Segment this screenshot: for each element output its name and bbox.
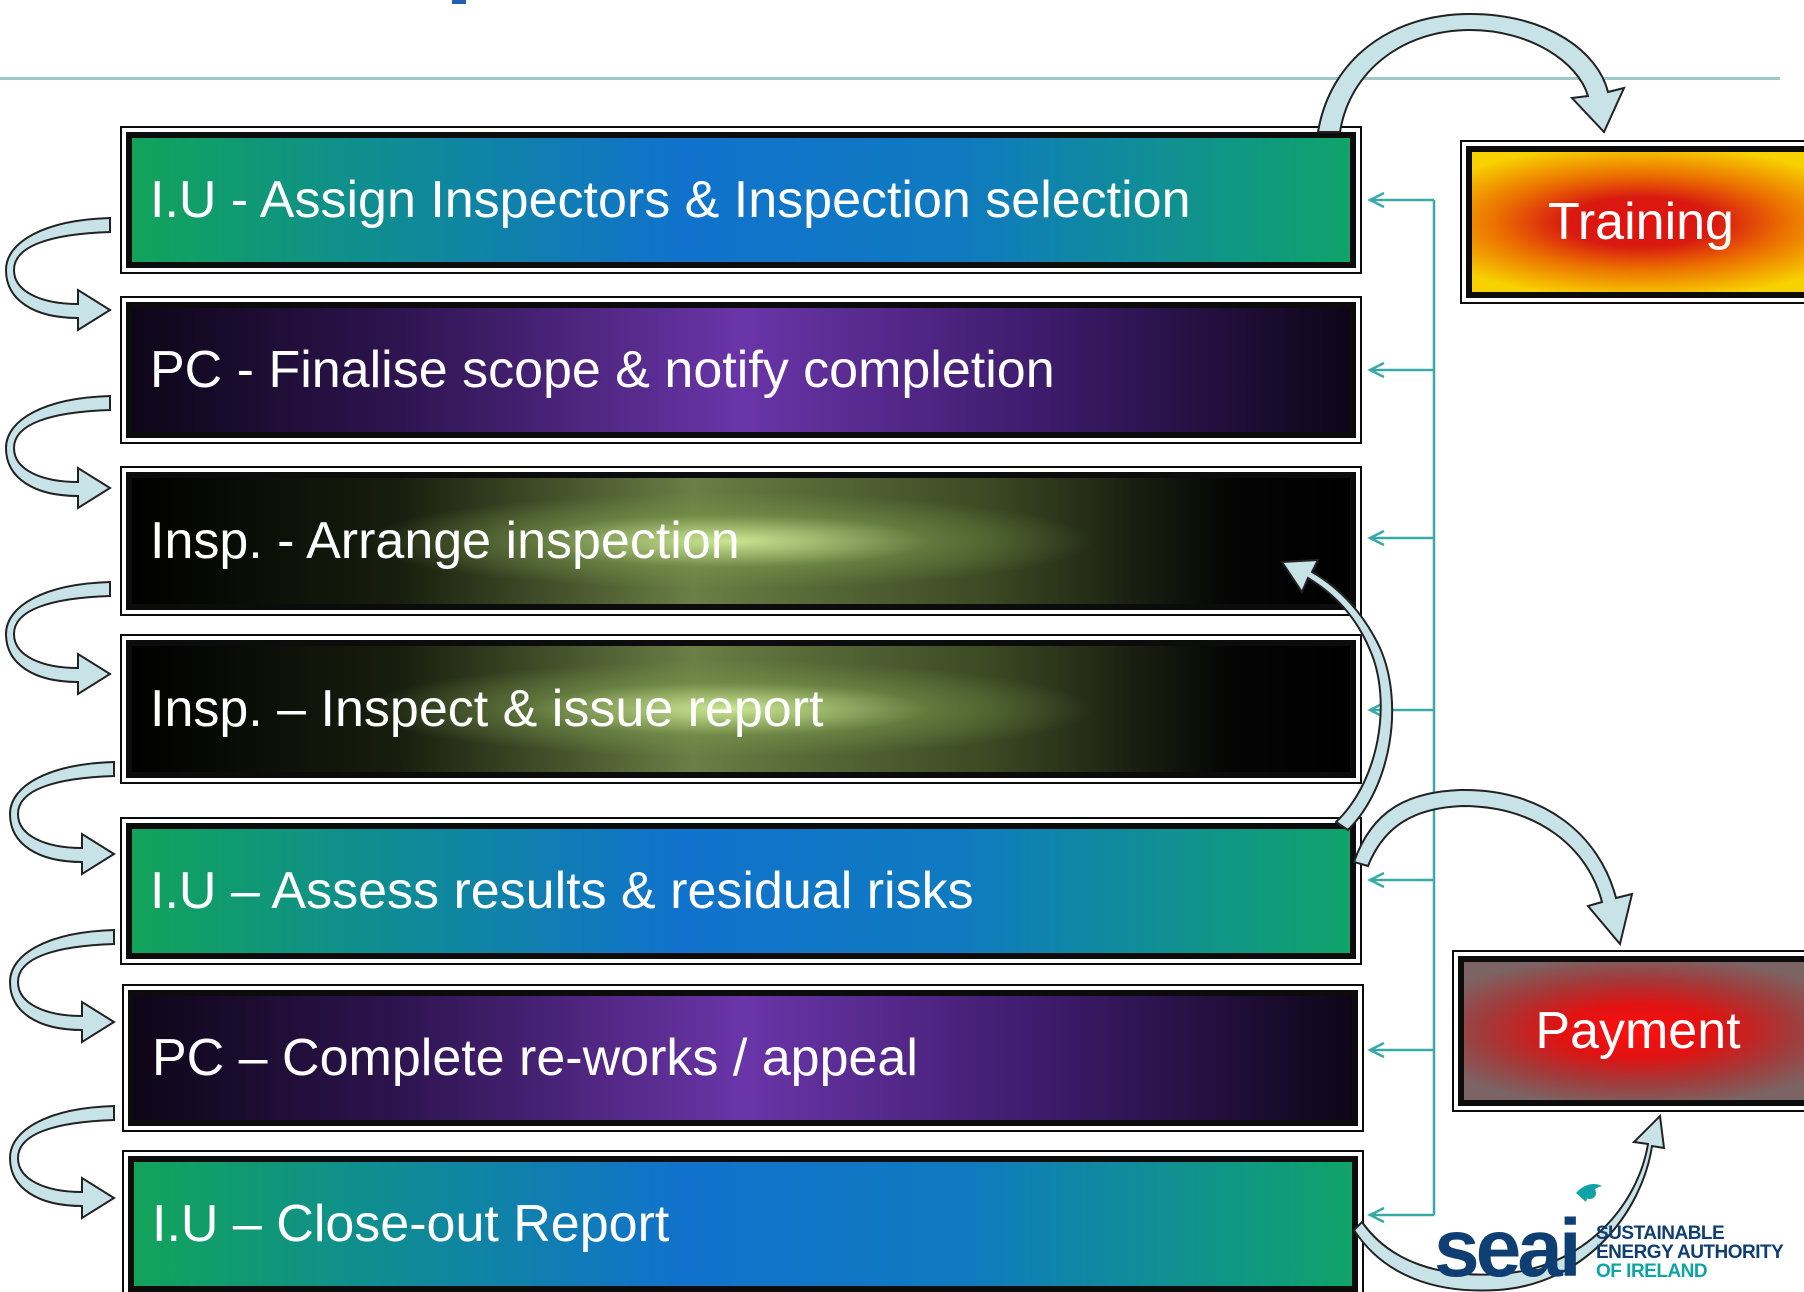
arc-to-payment-arrow: [1352, 788, 1634, 947]
left-curved-arrow-2: [4, 394, 112, 510]
step-label: I.U – Assess results & residual risks: [150, 862, 974, 920]
payment-box: Payment: [1452, 950, 1804, 1112]
step-label: Insp. - Arrange inspection: [150, 512, 740, 570]
title-fragment: [452, 0, 466, 4]
step-label: PC – Complete re-works / appeal: [152, 1029, 918, 1087]
left-curved-arrow-6: [8, 1104, 116, 1220]
logo-tagline: SUSTAINABLE ENERGY AUTHORITY OF IRELAND: [1596, 1224, 1786, 1281]
connector-arrow-7: [1367, 1206, 1434, 1224]
step-finalise-scope: PC - Finalise scope & notify completion: [120, 296, 1362, 444]
step-label: PC - Finalise scope & notify completion: [150, 341, 1055, 399]
step-close-out-report: I.U – Close-out Report: [122, 1150, 1364, 1292]
logo-line-3: OF IRELAND: [1596, 1261, 1708, 1282]
step-label: Insp. – Inspect & issue report: [150, 680, 824, 738]
left-curved-arrow-5: [8, 928, 116, 1044]
connector-bus: [1367, 191, 1436, 1224]
arc-to-training-arrow: [1316, 12, 1626, 134]
step-arrange-inspection: Insp. - Arrange inspection: [120, 466, 1362, 616]
arc-close-out-to-payment-arrow: [1352, 1113, 1666, 1292]
logo-dot: [1584, 1187, 1596, 1199]
connector-arrow-1: [1367, 191, 1434, 209]
left-curved-arrow-1: [4, 216, 112, 332]
left-curved-arrow-4: [8, 760, 116, 876]
logo-line-1: SUSTAINABLE: [1596, 1223, 1725, 1244]
step-assign-inspectors: I.U - Assign Inspectors & Inspection sel…: [120, 126, 1362, 274]
step-assess-results: I.U – Assess results & residual risks: [120, 817, 1362, 965]
left-curved-arrows: [4, 216, 116, 1220]
payment-label: Payment: [1535, 1002, 1741, 1060]
step-inspect-issue-report: Insp. – Inspect & issue report: [120, 634, 1362, 784]
connector-arrow-6: [1367, 1041, 1434, 1059]
header-divider: [0, 77, 1780, 80]
connector-arrow-2: [1367, 361, 1434, 379]
connector-arrow-3: [1367, 529, 1434, 547]
arc-back-to-arrange-arrow: [1280, 558, 1394, 832]
training-box: Training: [1460, 140, 1804, 304]
step-label: I.U – Close-out Report: [152, 1195, 670, 1253]
logo-wordmark: seai: [1434, 1203, 1578, 1292]
left-curved-arrow-3: [4, 580, 112, 696]
logo-line-2: ENERGY AUTHORITY: [1596, 1242, 1784, 1263]
connector-arrow-5: [1367, 871, 1434, 889]
step-label: I.U - Assign Inspectors & Inspection sel…: [150, 171, 1191, 229]
step-complete-reworks: PC – Complete re-works / appeal: [122, 984, 1364, 1132]
training-label: Training: [1548, 193, 1734, 251]
